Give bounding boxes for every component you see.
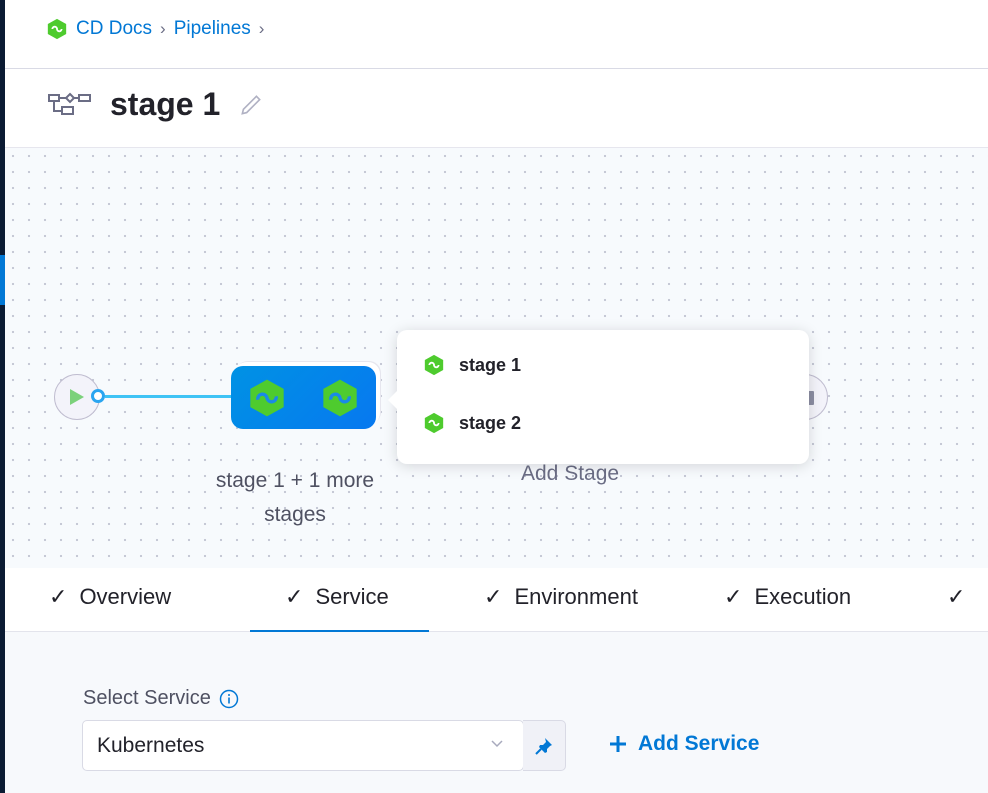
page-title-row: stage 1 <box>48 86 264 123</box>
tab-overview[interactable]: ✓ Overview <box>49 584 171 610</box>
select-service-label: Select Service <box>83 687 239 710</box>
breadcrumb-pipelines[interactable]: Pipelines <box>173 18 251 39</box>
chevron-right-icon: › <box>258 19 265 38</box>
add-service-label: Add Service <box>638 732 760 755</box>
connector-port[interactable] <box>91 389 105 403</box>
pipeline-canvas[interactable]: stage 1 + 1 more stages Add Stage stage … <box>5 147 988 568</box>
tab-label: Execution <box>754 584 852 609</box>
connector-line <box>105 395 231 398</box>
popover-item-stage-2[interactable]: stage 2 <box>423 412 521 434</box>
pipeline-icon <box>48 92 91 115</box>
service-select-value: Kubernetes <box>97 734 205 757</box>
check-icon: ✓ <box>947 584 966 609</box>
tab-label: Environment <box>514 584 638 609</box>
deploy-stage-icon <box>424 412 444 434</box>
cd-module-icon <box>47 18 67 40</box>
pin-button[interactable] <box>523 720 566 771</box>
stage-group-label: stage 1 + 1 more stages <box>215 469 375 526</box>
stage-group-popover: stage 1 stage 2 <box>388 330 809 464</box>
service-panel: Select Service Kubernetes Add Service <box>5 632 988 793</box>
chevron-down-icon <box>491 740 503 748</box>
check-icon: ✓ <box>724 584 743 609</box>
play-icon <box>70 389 84 405</box>
tab-service[interactable]: ✓ Service <box>250 584 429 633</box>
divider <box>5 68 988 69</box>
check-icon: ✓ <box>49 584 68 609</box>
deploy-stage-icon <box>250 379 284 416</box>
breadcrumb-cd-docs[interactable]: CD Docs <box>76 18 153 39</box>
edit-pencil-icon[interactable] <box>238 92 264 118</box>
stage-tabs: ✓ Overview ✓ Service ✓ Environment ✓ Executi… <box>5 568 988 633</box>
tab-label: Overview <box>79 584 172 609</box>
breadcrumb: CD Docs › Pipelines › <box>46 18 264 40</box>
stop-icon <box>807 391 814 405</box>
popover-item-label: stage 2 <box>459 412 522 433</box>
check-icon: ✓ <box>285 584 304 609</box>
pin-icon <box>535 737 552 755</box>
check-icon: ✓ <box>484 584 503 609</box>
chevron-right-icon: › <box>160 19 166 38</box>
tab-execution[interactable]: ✓ Execution <box>724 584 851 610</box>
page-title: stage 1 <box>110 86 221 122</box>
service-select[interactable]: Kubernetes <box>82 720 524 771</box>
stage-group-node[interactable] <box>231 366 376 429</box>
info-icon[interactable] <box>219 689 239 709</box>
deploy-stage-icon <box>323 379 357 416</box>
label-text: Select Service <box>83 687 211 709</box>
plus-icon <box>610 736 626 752</box>
add-stage-button[interactable]: Add Stage <box>521 462 620 485</box>
left-nav-bar <box>0 0 5 793</box>
popover-item-label: stage 1 <box>459 354 522 375</box>
tab-advanced[interactable]: ✓ <box>947 584 965 610</box>
left-nav-active-indicator <box>0 255 5 305</box>
popover-item-stage-1[interactable]: stage 1 <box>423 354 521 376</box>
add-service-button[interactable]: Add Service <box>608 732 759 756</box>
deploy-stage-icon <box>424 354 444 376</box>
tab-environment[interactable]: ✓ Environment <box>484 584 638 610</box>
tab-label: Service <box>315 584 389 609</box>
